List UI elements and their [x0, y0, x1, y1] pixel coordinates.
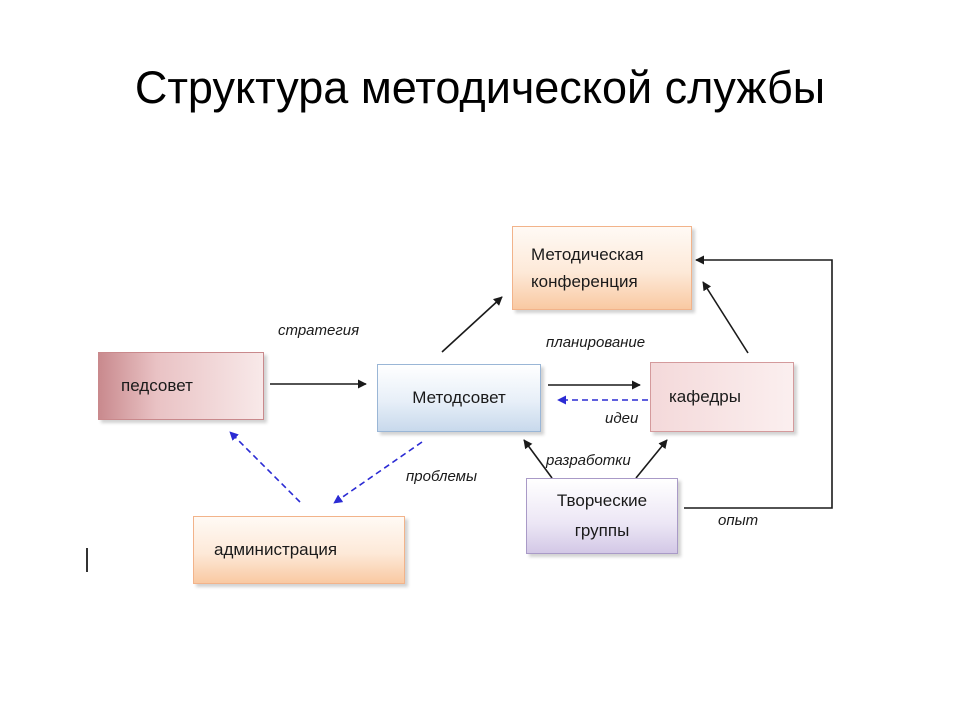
- node-tvorcheskie-line1: Творческие: [556, 491, 648, 510]
- edge-label-razrabotki: разработки: [546, 452, 631, 469]
- edge-label-strategia: стратегия: [278, 322, 360, 339]
- edge-label-problemy: проблемы: [406, 468, 478, 485]
- node-kafedry-label: кафедры: [669, 387, 741, 406]
- node-kafedry: кафедры: [650, 362, 794, 432]
- node-pedsovet-label: педсовет: [121, 376, 193, 395]
- arrow-tvorcheskie-to-konferencia: [684, 255, 833, 509]
- edge-label-planirovanie: планирование: [546, 334, 646, 351]
- node-metodsovet: Методсовет: [377, 364, 541, 432]
- node-konferencia-line2: конференция: [531, 272, 638, 291]
- arrow-tvorcheskie-to-metodsovet: [523, 439, 553, 479]
- node-administracia-label: администрация: [214, 540, 338, 559]
- edge-label-idei: идеи: [605, 410, 639, 427]
- arrow-metodsovet-to-konferencia: [441, 296, 503, 353]
- node-administracia: администрация: [193, 516, 405, 584]
- node-tvorcheskie-gruppy: Творческие группы: [526, 478, 678, 554]
- node-tvorcheskie-line2: группы: [574, 521, 630, 540]
- text-cursor-mark: [86, 548, 88, 572]
- arrow-metodsovet-to-administracia: [333, 441, 423, 504]
- slide-title: Структура методической службы: [134, 62, 826, 113]
- node-pedsovet: педсовет: [98, 352, 264, 420]
- node-metodsovet-label: Методсовет: [412, 388, 506, 407]
- node-metodicheskaya-konferencia: Методическая конференция: [512, 226, 692, 310]
- edge-label-opyt: опыт: [718, 512, 759, 529]
- arrow-tvorcheskie-to-kafedry: [635, 439, 668, 479]
- node-konferencia-line1: Методическая: [531, 245, 644, 264]
- arrow-kafedry-to-konferencia: [702, 281, 749, 354]
- arrow-administracia-to-pedsovet: [229, 431, 301, 503]
